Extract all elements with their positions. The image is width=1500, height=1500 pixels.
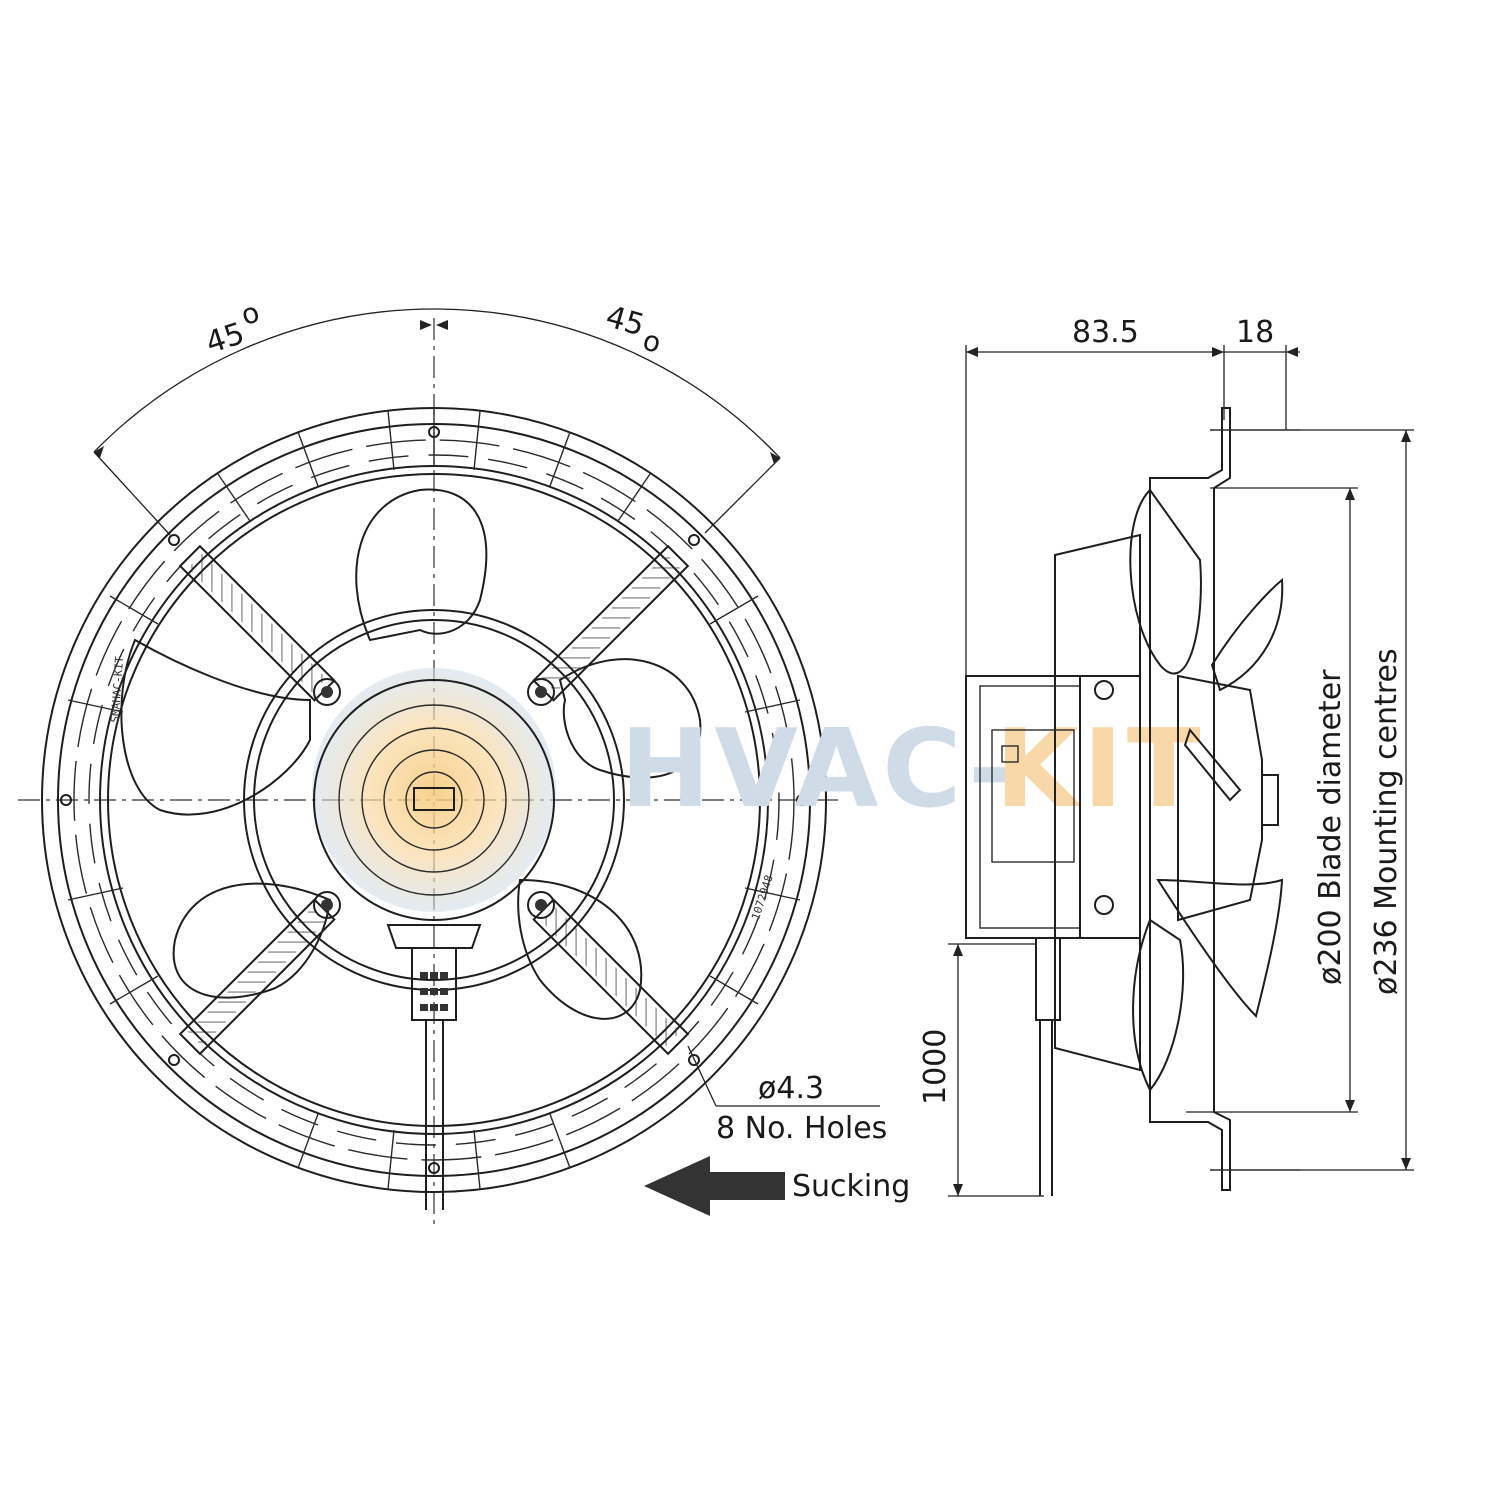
hub-nut: [1261, 774, 1279, 826]
motor-flange: [1079, 675, 1141, 939]
watermark-text-kit: KIT: [995, 707, 1205, 832]
watermark-logo-disc: [312, 668, 556, 912]
bolt-head: [1094, 680, 1114, 700]
depth-label: 83.5: [1072, 315, 1139, 350]
blade-diameter-label: ø200 Blade diameter: [1313, 669, 1348, 985]
hole-leader: [687, 1045, 717, 1107]
motor-rib: [361, 727, 507, 873]
ce-mark-plate: [413, 787, 455, 811]
fan-blade: [172, 882, 332, 999]
airflow-label: Sucking: [792, 1169, 910, 1204]
fan-blade: [120, 638, 311, 816]
fan-blade: [558, 658, 702, 779]
cable-length-label: 1000: [918, 1029, 953, 1105]
side-flange: [1149, 407, 1231, 1191]
mounting-hole: [688, 1054, 700, 1066]
motor-shroud: [1054, 533, 1141, 1072]
mounting-hole: [428, 426, 440, 438]
degree-mark-right: o: [639, 323, 665, 359]
side-blade: [1156, 878, 1284, 1018]
side-blade: [1132, 918, 1185, 1092]
flange-ribs: [67, 408, 801, 1190]
fan-blade: [517, 878, 643, 1020]
mounting-hole: [168, 1054, 180, 1066]
angle-label-right: 45: [602, 299, 648, 343]
fan-blade: [355, 488, 488, 642]
strut-bolts: [313, 678, 555, 919]
rating-plate: [991, 729, 1075, 863]
motor-rib: [405, 771, 463, 829]
fan-hub: [1177, 674, 1263, 922]
motor-rib: [338, 704, 530, 896]
side-blade: [1129, 488, 1202, 675]
arrow-mid-left: [420, 320, 432, 330]
mounting-hole: [168, 534, 180, 546]
flange-label: 18: [1236, 315, 1274, 350]
mounting-hole: [428, 1162, 440, 1174]
venturi-ring-inner: [107, 473, 761, 1127]
mounting-hole: [796, 794, 808, 806]
mounting-centres-label: ø236 Mounting centres: [1369, 648, 1404, 995]
motor-housing: [313, 679, 555, 921]
rim-text-left: SMAHAC-KIT: [109, 656, 127, 723]
watermark: HVAC- KIT: [620, 707, 1205, 832]
cable-connector: [411, 947, 457, 1021]
hole-count-label: 8 No. Holes: [716, 1111, 887, 1146]
motor-rib: [383, 749, 485, 851]
front-view: 45 o 45 o: [18, 295, 910, 1225]
arrow-left: [94, 446, 104, 458]
motor-struts: [178, 544, 690, 1056]
side-view: 83.5 18 1000: [918, 315, 1414, 1197]
angle-label-left: 45: [202, 316, 249, 361]
side-cable-connector: [1035, 937, 1061, 1021]
arrow-mid-right: [436, 320, 448, 330]
cable-gland: [386, 924, 482, 949]
mounting-holes: [60, 426, 808, 1174]
angle-extension-right: [704, 457, 781, 534]
angle-extension-left: [93, 451, 171, 536]
bolt-head: [1094, 895, 1114, 915]
fan-blades: [120, 488, 702, 1020]
side-blade: [1210, 577, 1284, 692]
arrow-right: [770, 452, 780, 464]
watermark-text-hvac: HVAC-: [620, 707, 1017, 832]
motor-guard-ring-inner: [253, 619, 615, 981]
hole-diameter-label: ø4.3: [758, 1071, 824, 1106]
side-blade-edge: [1183, 727, 1242, 802]
rating-plate-symbol: [1001, 745, 1019, 763]
connector-pins: [420, 972, 448, 1011]
mounting-hole: [60, 794, 72, 806]
rib-band: [73, 439, 795, 1161]
mounting-hole: [688, 534, 700, 546]
angle-dimension-arc: [93, 308, 781, 459]
airflow-arrow-icon: [644, 1156, 785, 1216]
